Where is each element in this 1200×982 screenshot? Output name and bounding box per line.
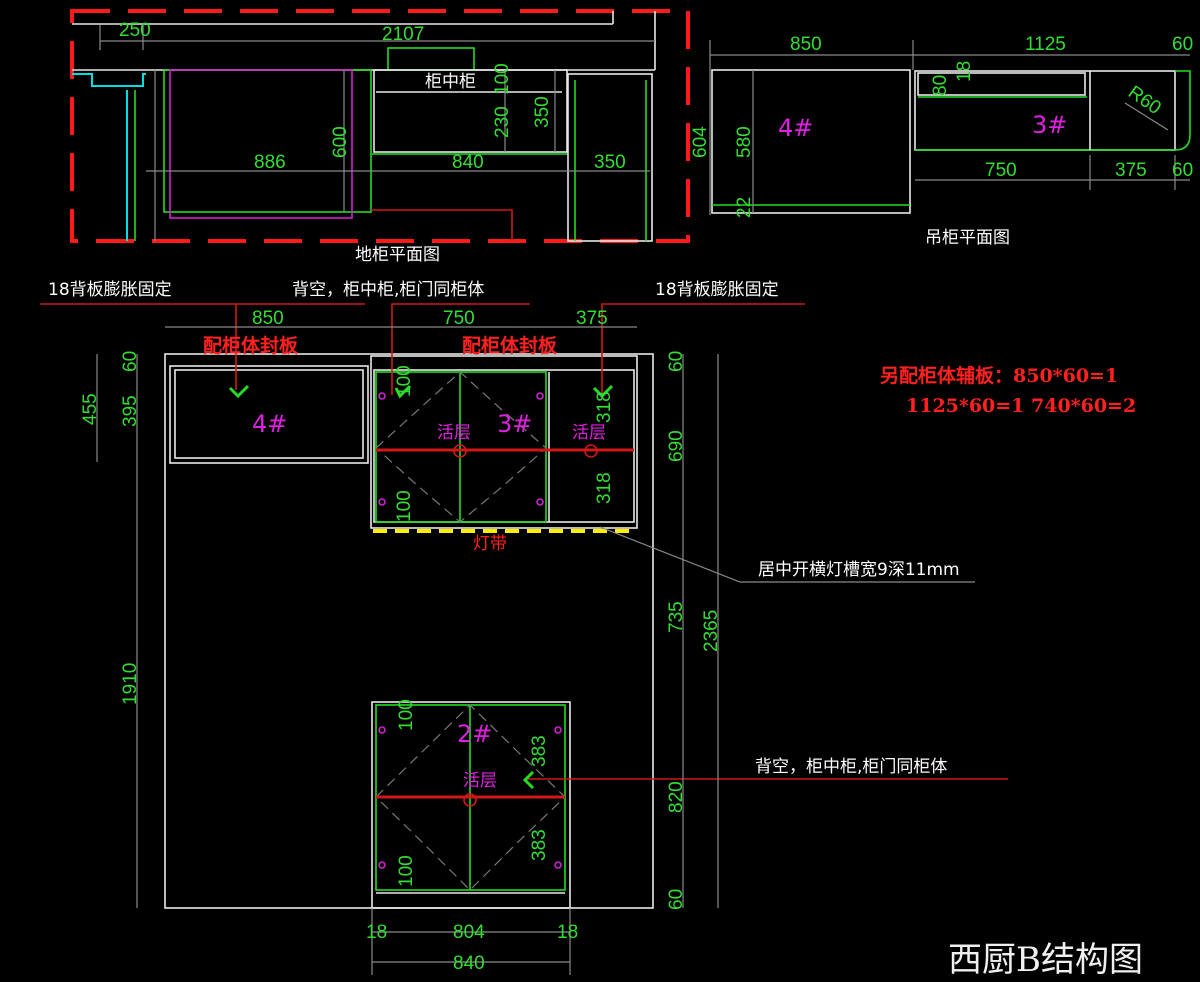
- dim-right-2365: 2365: [701, 610, 722, 652]
- dim-bottom-18-right: 18: [557, 922, 578, 943]
- dim-r60: R60: [1124, 82, 1165, 119]
- dim-250: 250: [119, 20, 151, 41]
- dim-100: 100: [492, 63, 513, 95]
- cabinet-4: [169, 365, 369, 464]
- callout-back-panel-left: 18背板膨胀固定: [48, 280, 172, 300]
- dim-right-690: 690: [666, 430, 687, 462]
- shelf-label: 活层: [463, 771, 497, 791]
- floor-plan-title: 地柜平面图: [355, 245, 440, 265]
- dim-inner-318: 318: [594, 391, 615, 423]
- dim-bottom-840: 840: [453, 953, 485, 974]
- cabinet-4-label: 4#: [252, 410, 287, 438]
- cabinet-3-label: 3#: [497, 410, 532, 438]
- callout-cabinet-middle: 背空，柜中柜,柜门同柜体: [292, 280, 484, 300]
- dim-1125: 1125: [1025, 34, 1066, 55]
- dim-60-top: 60: [1172, 34, 1193, 55]
- dim-inner-318: 318: [594, 472, 615, 504]
- elevation-view: 18背板膨胀固定 背空，柜中柜,柜门同柜体 18背板膨胀固定 居中开横灯槽宽9深…: [40, 280, 1008, 975]
- wall-boundary: [70, 9, 690, 243]
- dim-top-750: 750: [443, 308, 475, 329]
- dim-inner-100: 100: [396, 699, 417, 731]
- wall-cabinet-plan: 850 1125 60 750 375 60 604 580 22 80 18 …: [690, 34, 1193, 248]
- dim-inner-383: 383: [529, 735, 550, 767]
- dim-18: 18: [954, 61, 975, 82]
- cabinet-4-plan: [711, 69, 911, 214]
- dim-850: 850: [790, 34, 822, 55]
- cabinet-3: [370, 355, 638, 529]
- dim-inner-100: 100: [394, 365, 415, 397]
- dim-230: 230: [492, 106, 513, 138]
- dim-80: 80: [930, 75, 951, 96]
- dim-60-bottom: 60: [1172, 160, 1193, 181]
- dim-604: 604: [690, 126, 711, 158]
- dim-2107: 2107: [382, 24, 424, 45]
- dim-840: 840: [452, 152, 484, 173]
- callout-cabinet-lower: 背空，柜中柜,柜门同柜体: [755, 757, 947, 777]
- dim-top-850: 850: [252, 308, 284, 329]
- dim-750: 750: [985, 160, 1017, 181]
- note-line-2: 1125*60=1 740*60=2: [906, 395, 1136, 417]
- dim-inner-100: 100: [394, 490, 415, 522]
- callout-back-panel-right: 18背板膨胀固定: [655, 280, 779, 300]
- dim-right-60-bottom: 60: [666, 889, 687, 910]
- dim-bottom-18-left: 18: [366, 922, 387, 943]
- dim-600: 600: [330, 126, 351, 158]
- cabinet-4-label: 4#: [778, 114, 813, 142]
- dim-886: 886: [254, 152, 286, 173]
- dim-right-735: 735: [666, 601, 687, 633]
- dim-right-820: 820: [666, 781, 687, 813]
- wall-plan-title: 吊柜平面图: [925, 228, 1010, 248]
- dim-bottom-804: 804: [453, 922, 485, 943]
- dim-580: 580: [734, 126, 755, 158]
- seal-label-right: 配柜体封板: [462, 334, 558, 357]
- dim-inner-383: 383: [529, 829, 550, 861]
- cabinet-2: [371, 701, 571, 909]
- drawing-title: 西厨B结构图: [948, 940, 1143, 980]
- dim-top-375: 375: [576, 308, 608, 329]
- shelf-label: 活层: [437, 423, 471, 443]
- dim-left-455: 455: [80, 393, 101, 425]
- dim-left-395: 395: [120, 395, 141, 427]
- cabinet-in-cabinet-label: 柜中柜: [425, 72, 476, 92]
- dim-375: 375: [1115, 160, 1147, 181]
- cabinet-in-cabinet: [373, 69, 568, 153]
- callout-light-groove: 居中开横灯槽宽9深11mm: [758, 560, 960, 580]
- seal-label-left: 配柜体封板: [203, 334, 299, 357]
- dim-350: 350: [594, 152, 626, 173]
- floor-cabinet-plan: 250 2107 886 840 350 600 230 100 350 柜中柜…: [70, 9, 690, 265]
- dim-inner-100: 100: [396, 855, 417, 887]
- cabinet-3-label: 3#: [1032, 111, 1067, 139]
- dim-left-1910: 1910: [120, 663, 141, 705]
- dim-350-depth: 350: [532, 96, 553, 128]
- dim-right-60-top: 60: [666, 351, 687, 372]
- light-strip-label: 灯带: [473, 534, 507, 554]
- dim-22: 22: [734, 197, 755, 218]
- cabinet-2-label: 2#: [457, 720, 492, 748]
- shelf-label: 活层: [572, 423, 606, 443]
- dim-left-60: 60: [120, 351, 141, 372]
- note-line-1: 另配柜体辅板：850*60=1: [880, 364, 1118, 387]
